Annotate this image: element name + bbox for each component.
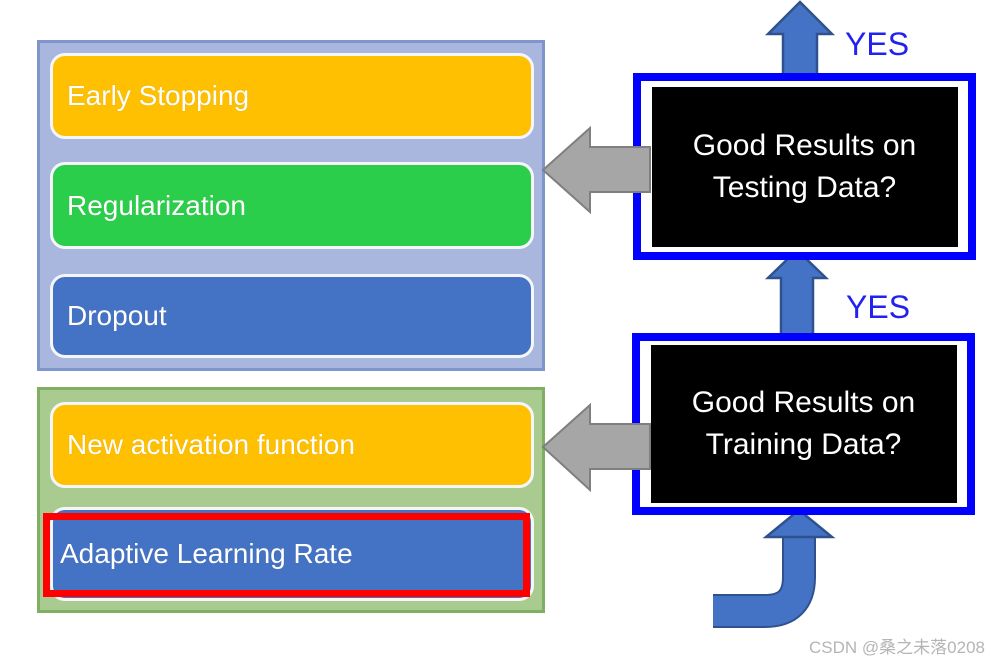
question-line: Testing Data? [712, 170, 897, 204]
method-label: Dropout [67, 300, 167, 331]
question-text-testing: Good Results on Testing Data? [651, 86, 958, 247]
question-text-training: Good Results on Training Data? [650, 345, 957, 503]
testing-methods-group: Early Stopping Regularization Dropout [37, 40, 545, 371]
method-label: New activation function [67, 429, 355, 460]
question-line: Training Data? [705, 428, 902, 461]
method-box-regularization: Regularization [50, 162, 534, 249]
question-box-testing: Good Results on Testing Data? [633, 73, 976, 260]
highlight-red-box [43, 513, 530, 597]
yes-label-top: YES [845, 26, 910, 62]
elbow-arrow-bottom-icon [713, 536, 816, 628]
training-methods-group: New activation function Adaptive Learnin… [37, 387, 545, 613]
question-line: Good Results on [692, 128, 917, 162]
question-box-training: Good Results on Training Data? [632, 333, 975, 515]
up-arrow-middle-icon [764, 248, 830, 344]
method-label: Early Stopping [67, 80, 250, 111]
method-box-new-activation: New activation function [50, 402, 534, 488]
method-label: Adaptive Learning Rate [60, 538, 353, 569]
question-line: Good Results on [691, 386, 916, 419]
watermark-text: CSDN @桑之未落0208 [809, 638, 985, 657]
method-box-adaptive-lr [50, 507, 534, 601]
method-box-dropout: Dropout [50, 274, 534, 358]
method-label: Regularization [67, 189, 246, 221]
method-box-early-stopping: Early Stopping [50, 53, 534, 139]
elbow-arrow-bottom-fill [713, 536, 814, 626]
yes-label-middle: YES [846, 289, 911, 325]
